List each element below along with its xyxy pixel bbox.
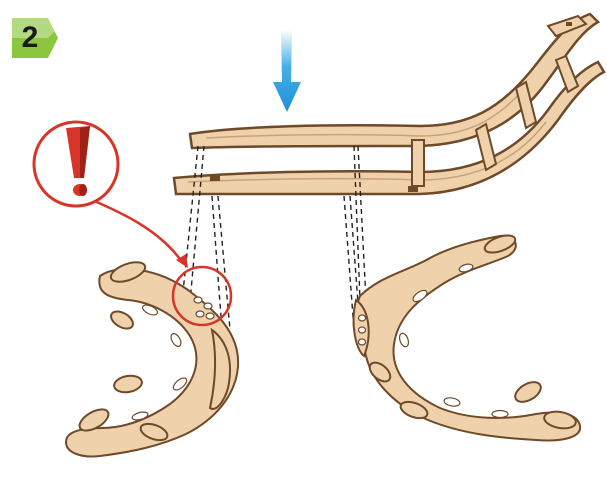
leg-piece-left: [66, 258, 238, 456]
pointer-arrow: [92, 200, 188, 268]
leg-piece-right: [354, 232, 581, 441]
down-arrow-icon: [273, 30, 301, 112]
exclamation-warning-icon: [34, 122, 118, 206]
